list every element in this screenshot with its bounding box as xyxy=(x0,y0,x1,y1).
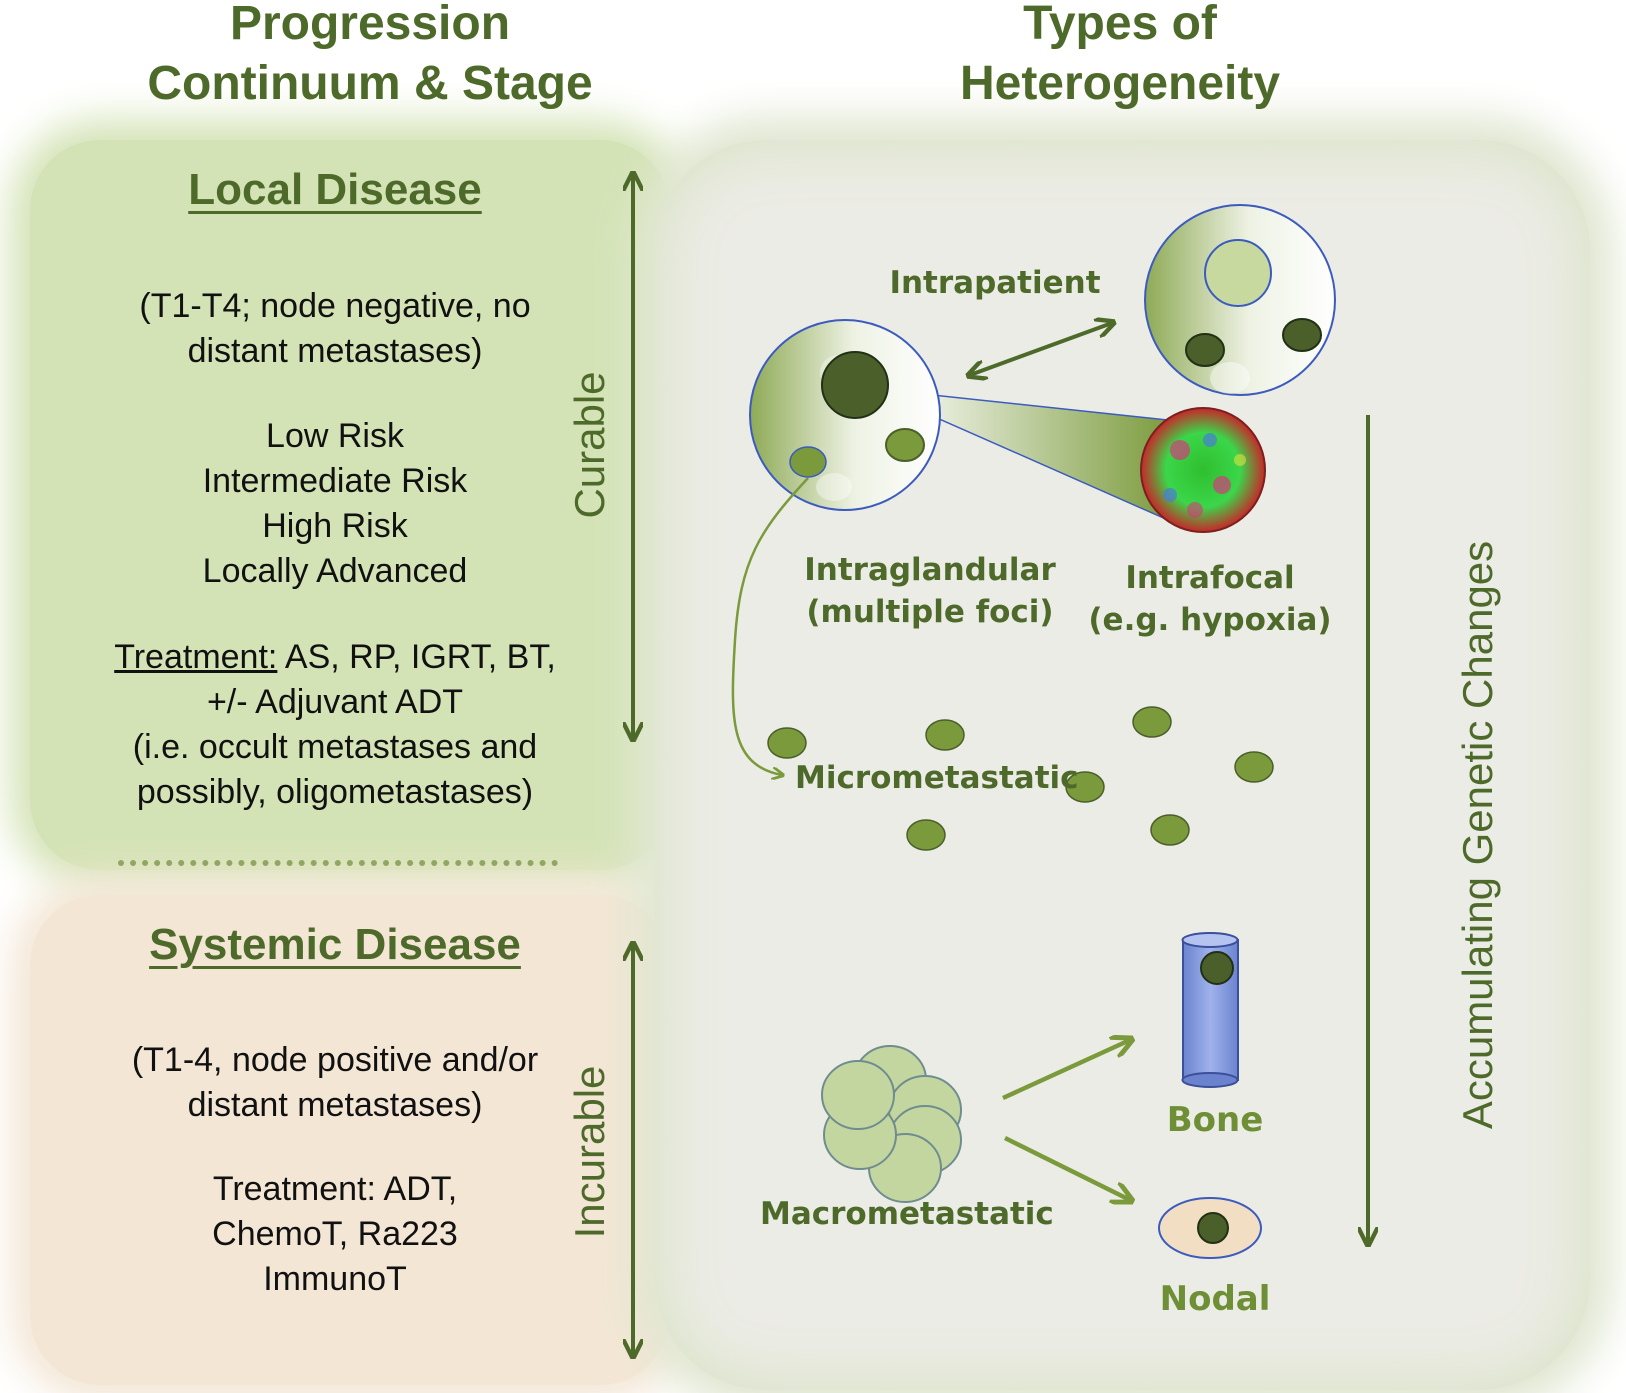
intraglandular-label-line-2: (multiple foci) xyxy=(806,594,1054,630)
risk-locally-advanced: Locally Advanced xyxy=(202,552,468,590)
dissemination-arrow xyxy=(731,477,809,775)
intrafocal-label-line-2: (e.g. hypoxia) xyxy=(1088,602,1332,638)
progression-heading: Progression Continuum & Stage xyxy=(100,0,640,114)
arrow-to-bone xyxy=(1002,1040,1130,1101)
intrapatient-label: Intrapatient xyxy=(889,265,1101,301)
lymph-node-icon xyxy=(1158,1197,1262,1259)
local-staging: (T1-T4; node negative, no distant metast… xyxy=(60,284,610,374)
systemic-treatment-line-1: Treatment: ADT, xyxy=(212,1170,458,1208)
systemic-treatment-line-3: ImmunoT xyxy=(263,1260,407,1298)
progression-heading-line-2: Continuum & Stage xyxy=(147,57,593,110)
arrow-to-nodal xyxy=(1004,1135,1130,1200)
local-treatment-line-1: Treatment: AS, RP, IGRT, BT, xyxy=(60,635,610,680)
bone-label: Bone xyxy=(1166,1100,1264,1140)
micrometastatic-label: Micrometastatic xyxy=(795,760,1079,796)
heterogeneity-heading: Types of Heterogeneity xyxy=(900,0,1340,114)
intraglandular-label: Intraglandular (multiple foci) xyxy=(790,549,1070,633)
nodal-label: Nodal xyxy=(1159,1279,1271,1319)
risk-high: High Risk xyxy=(262,507,408,545)
systemic-staging-line-2: distant metastases) xyxy=(187,1086,483,1124)
intrafocal-label-line-1: Intrafocal xyxy=(1125,560,1295,596)
treatment-options: AS, RP, IGRT, BT, xyxy=(277,638,556,676)
local-treatment-line-2: +/- Adjuvant ADT xyxy=(206,683,464,721)
risk-intermediate: Intermediate Risk xyxy=(202,462,468,500)
heterogeneity-heading-line-2: Heterogeneity xyxy=(959,57,1281,110)
systemic-staging: (T1-4, node positive and/or distant meta… xyxy=(60,1038,610,1128)
intrapatient-arrow xyxy=(970,323,1112,375)
local-disease-title: Local Disease xyxy=(188,165,482,214)
stage-divider xyxy=(118,860,558,866)
prostate-gland-2-icon xyxy=(1144,204,1336,396)
prostate-gland-1-icon xyxy=(749,319,941,511)
local-treatment: Treatment: AS, RP, IGRT, BT, +/- Adjuvan… xyxy=(60,635,610,815)
local-treatment-line-4: possibly, oligometastases) xyxy=(136,773,534,811)
intrafocal-hypoxia-image xyxy=(1140,407,1266,533)
intraglandular-label-line-1: Intraglandular xyxy=(804,552,1056,588)
intrafocal-label: Intrafocal (e.g. hypoxia) xyxy=(1070,557,1350,641)
local-staging-line-1: (T1-T4; node negative, no xyxy=(139,287,531,325)
risk-low: Low Risk xyxy=(266,417,404,455)
systemic-treatment-line-2: ChemoT, Ra223 xyxy=(212,1215,458,1253)
systemic-disease-title: Systemic Disease xyxy=(149,920,521,969)
risk-list: Low Risk Intermediate Risk High Risk Loc… xyxy=(60,414,610,594)
local-treatment-line-3: (i.e. occult metastases and xyxy=(132,728,538,766)
systemic-treatment: Treatment: ADT, ChemoT, Ra223 ImmunoT xyxy=(60,1167,610,1302)
systemic-disease-panel xyxy=(30,895,670,1385)
bone-icon xyxy=(1181,932,1239,1088)
systemic-staging-line-1: (T1-4, node positive and/or xyxy=(131,1041,539,1079)
micrometastases-icon xyxy=(767,706,1274,851)
local-staging-line-2: distant metastases) xyxy=(187,332,483,370)
local-disease-panel xyxy=(30,140,670,870)
progression-heading-line-1: Progression xyxy=(229,0,511,50)
macrometastatic-label: Macrometastatic xyxy=(760,1196,1054,1232)
heterogeneity-heading-line-1: Types of xyxy=(1023,0,1217,50)
macrometastasis-cluster-icon xyxy=(821,1045,962,1203)
treatment-label: Treatment: xyxy=(114,638,278,676)
